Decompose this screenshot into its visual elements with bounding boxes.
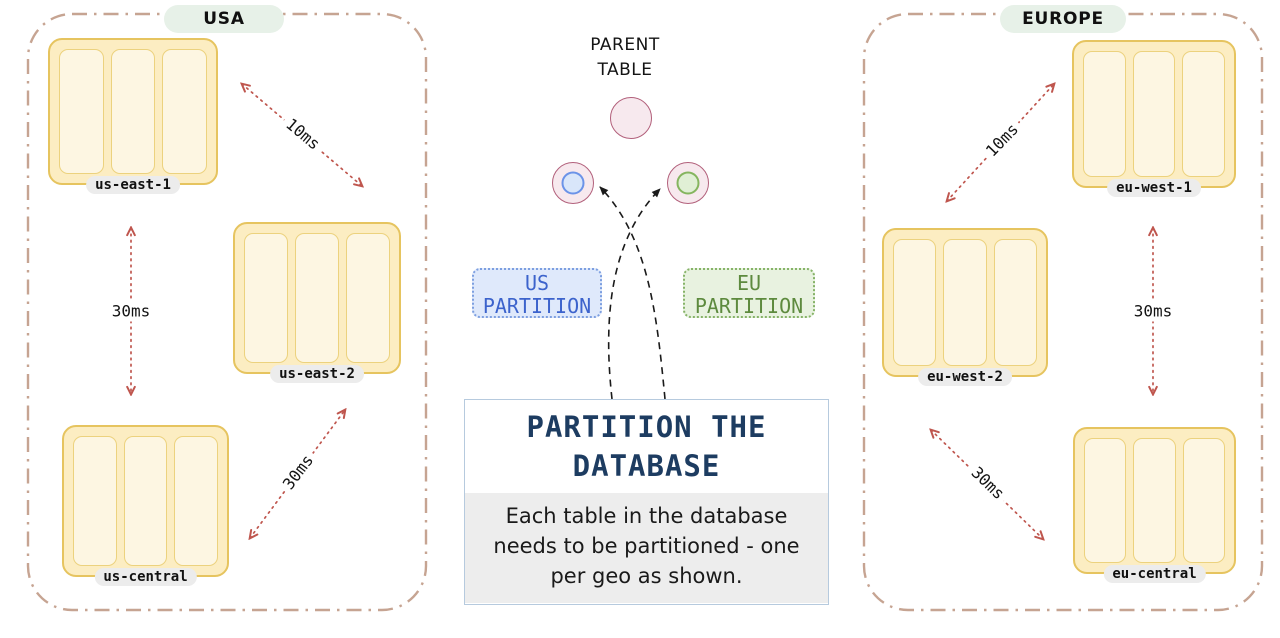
parent-table-node-icon — [610, 97, 652, 139]
cluster-label-us-central: us-central — [94, 568, 197, 586]
us-partition-inner-circle-icon — [561, 171, 585, 195]
callout-body: Each table in the database needs to be p… — [465, 493, 828, 603]
callout-title-line1: PARTITION THE — [526, 410, 767, 444]
cluster-label-us-east-1: us-east-1 — [86, 176, 180, 194]
europe-latency-arrow-west2-west1 — [947, 84, 1054, 201]
server-stack-icon-us-east-1: us-east-1 — [48, 38, 218, 194]
eu-partition-inner-circle-icon — [676, 171, 700, 195]
server-slot-icon — [1182, 51, 1226, 177]
eu-partition-tag-line2: PARTITION — [694, 294, 804, 318]
callout-arrow-to-eu-partition — [607, 188, 661, 400]
server-stack-icon-us-east-2: us-east-2 — [233, 222, 401, 383]
latency-label-europe-30ms-vertical: 30ms — [1129, 300, 1177, 322]
us-partition-tag: US PARTITION — [472, 268, 602, 318]
cluster-label-eu-west-2: eu-west-2 — [918, 368, 1012, 386]
server-slot-icon — [1133, 438, 1176, 563]
eu-partition-node-icon — [667, 162, 709, 204]
server-slot-icon — [993, 239, 1037, 366]
server-slot-icon — [1083, 51, 1126, 177]
callout-title: PARTITION THE DATABASE — [465, 400, 828, 493]
parent-table-label-line2: TABLE — [597, 60, 653, 80]
server-stack-icon-eu-central: eu-central — [1073, 427, 1236, 583]
cluster-label-us-east-2: us-east-2 — [270, 365, 364, 383]
parent-table-label: PARENT TABLE — [575, 33, 675, 83]
server-slot-icon — [59, 49, 104, 174]
us-partition-tag-line2: PARTITION — [482, 294, 592, 318]
us-partition-node-icon — [552, 162, 594, 204]
parent-table-label-line1: PARENT — [590, 35, 660, 55]
eu-partition-tag: EU PARTITION — [683, 268, 815, 318]
us-partition-tag-line1: US — [524, 271, 550, 295]
server-slot-icon — [1132, 51, 1176, 177]
cluster-label-eu-central: eu-central — [1103, 565, 1206, 583]
europe-region-label: EUROPE — [1000, 5, 1126, 33]
server-stack-icon-eu-west-1: eu-west-1 — [1072, 40, 1236, 197]
cluster-label-eu-west-1: eu-west-1 — [1107, 179, 1201, 197]
usa-region-label: USA — [164, 5, 284, 33]
usa-panel-border — [26, 12, 428, 612]
server-slot-icon — [346, 233, 390, 363]
server-slot-icon — [123, 436, 168, 566]
europe-panel-border — [862, 12, 1264, 612]
callout-title-line2: DATABASE — [572, 449, 721, 483]
server-slot-icon — [110, 49, 156, 174]
server-slot-icon — [1182, 438, 1225, 563]
server-stack-icon-eu-west-2: eu-west-2 — [882, 228, 1048, 386]
latency-label-usa-30ms-vertical: 30ms — [107, 300, 155, 322]
callout-box: PARTITION THE DATABASE Each table in the… — [464, 399, 829, 605]
europe-latency-arrow-west2-central — [931, 430, 1043, 539]
server-slot-icon — [174, 436, 219, 566]
usa-latency-arrow-central-east2 — [250, 410, 345, 538]
server-slot-icon — [893, 239, 937, 366]
server-stack-icon-us-central: us-central — [62, 425, 229, 586]
server-slot-icon — [244, 233, 288, 363]
server-slot-icon — [1084, 438, 1127, 563]
server-slot-icon — [943, 239, 987, 366]
usa-latency-arrow-east1-east2 — [242, 84, 362, 186]
server-slot-icon — [73, 436, 117, 566]
server-slot-icon — [295, 233, 339, 363]
eu-partition-tag-line1: EU — [736, 271, 762, 295]
callout-arrow-to-us-partition — [599, 186, 666, 400]
server-slot-icon — [162, 49, 208, 174]
